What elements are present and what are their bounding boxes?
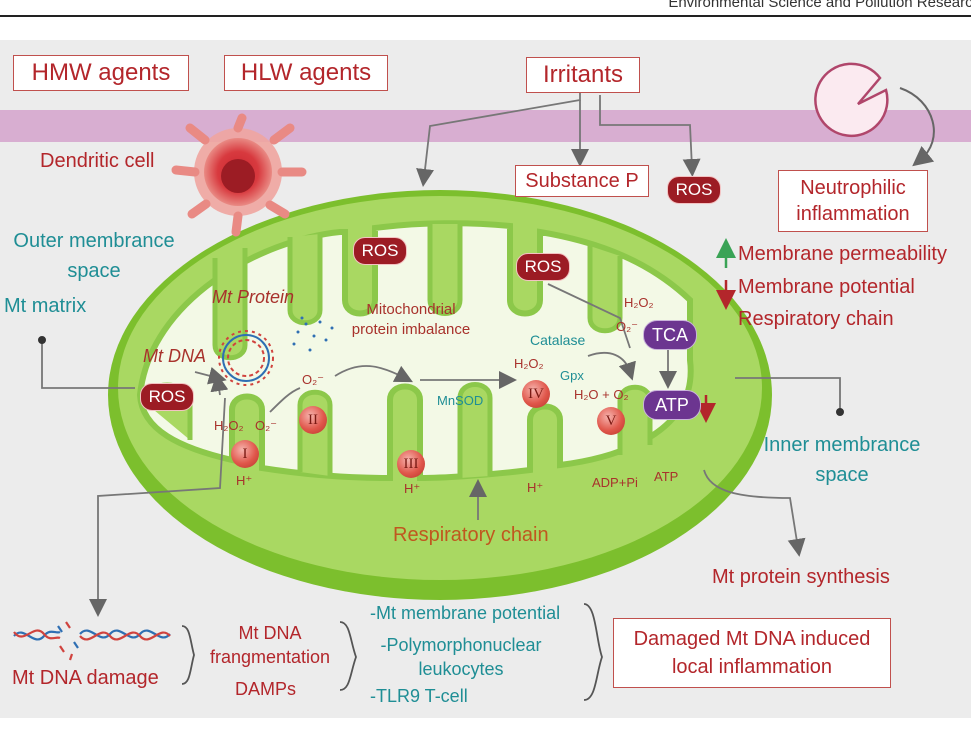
gpx-label: Gpx bbox=[560, 368, 584, 383]
ros-badge-top: ROS bbox=[667, 176, 721, 204]
h2o2-label-1: H₂O₂ bbox=[624, 295, 654, 310]
complex-v: V bbox=[597, 407, 625, 435]
mito-imbalance-label: Mitochondrial protein imbalance bbox=[346, 300, 476, 340]
list-polymorphonuclear-line2: leukocytes bbox=[418, 659, 504, 679]
effect-membrane-permeability: Membrane permeability bbox=[738, 243, 947, 265]
neutrophilic-box: Neutrophilic inflammation bbox=[778, 170, 928, 232]
inner-membrane-line2: space bbox=[815, 464, 869, 486]
substance-p-box: Substance P bbox=[515, 165, 649, 197]
h-plus-2: H⁺ bbox=[404, 481, 421, 496]
mt-dna-ring-graphic bbox=[218, 330, 274, 386]
h-plus-1: H⁺ bbox=[236, 473, 253, 488]
complex-iv: IV bbox=[522, 380, 550, 408]
mito-imbalance-line1: Mitochondrial bbox=[366, 301, 456, 318]
mnsod-label: MnSOD bbox=[437, 393, 484, 408]
inner-membrane-label: Inner membrance space bbox=[752, 430, 932, 490]
outer-membrane-line2: space bbox=[67, 260, 121, 282]
outer-membrane-label: Outer membrance space bbox=[6, 226, 182, 286]
ros-badge-left: ROS bbox=[140, 383, 194, 411]
outer-membrane-line1: Outer membrance bbox=[13, 230, 175, 252]
mt-dna-label: Mt DNA bbox=[143, 346, 206, 366]
header-rule bbox=[0, 15, 971, 17]
atp-pill: ATP bbox=[643, 390, 701, 420]
catalase-label: Catalase bbox=[530, 332, 586, 348]
h2o-o2-label: H₂O + O₂ bbox=[574, 387, 629, 402]
mt-dna-damage-label: Mt DNA damage bbox=[12, 667, 159, 689]
list-polymorphonuclear-line1: -Polymorphonuclear bbox=[380, 635, 542, 655]
o2-label-3: O₂⁻ bbox=[255, 418, 278, 433]
fragmentation-label: Mt DNA frangmentation bbox=[200, 621, 340, 669]
o2-label-2: O₂⁻ bbox=[302, 372, 325, 387]
o2-label-1: O₂⁻ bbox=[616, 319, 639, 334]
inner-membrane-line1: Inner membrance bbox=[763, 434, 921, 456]
ros-badge-matrix-2: ROS bbox=[516, 253, 570, 281]
fragmentation-line2: frangmentation bbox=[209, 647, 331, 667]
damaged-dna-graphic bbox=[13, 621, 171, 661]
fragmentation-line1: Mt DNA bbox=[238, 623, 302, 643]
outcome-line1: Damaged Mt DNA induced bbox=[633, 628, 871, 650]
ros-badge-matrix-1: ROS bbox=[353, 237, 407, 265]
complex-i: I bbox=[231, 440, 259, 468]
complex-iii: III bbox=[397, 450, 425, 478]
mito-imbalance-line2: protein imbalance bbox=[351, 321, 471, 338]
effect-respiratory-chain: Respiratory chain bbox=[738, 308, 894, 330]
mt-protein-synthesis-label: Mt protein synthesis bbox=[712, 566, 890, 588]
list-mt-membrane-potential: -Mt membrane potential bbox=[370, 603, 561, 623]
outcome-line2: local inflammation bbox=[671, 656, 833, 678]
outcome-box: Damaged Mt DNA induced local inflammatio… bbox=[613, 618, 891, 688]
neutrophil-graphic bbox=[814, 62, 889, 138]
mt-matrix-label: Mt matrix bbox=[4, 295, 87, 317]
h2o2-label-2: H₂O₂ bbox=[514, 356, 544, 371]
hmw-agents-box: HMW agents bbox=[13, 55, 189, 91]
effect-membrane-potential: Membrane potential bbox=[738, 276, 915, 298]
dendritic-cell-label: Dendritic cell bbox=[40, 150, 155, 172]
h2o2-label-3: H₂O₂ bbox=[214, 418, 244, 433]
adp-pi-label: ADP+Pi bbox=[592, 475, 638, 490]
cell-membrane-band bbox=[0, 110, 971, 142]
damps-label: DAMPs bbox=[235, 679, 297, 699]
atp-small-label: ATP bbox=[654, 469, 679, 484]
tca-pill: TCA bbox=[643, 320, 697, 350]
list-polymorphonuclear: -Polymorphonuclear leukocytes bbox=[375, 633, 547, 681]
protein-fragments-graphic bbox=[292, 316, 334, 352]
journal-title: Environmental Science and Pollution Rese… bbox=[668, 0, 971, 11]
neutrophilic-line1: Neutrophilic bbox=[800, 177, 906, 199]
hlw-agents-box: HLW agents bbox=[224, 55, 388, 91]
complex-ii: II bbox=[299, 406, 327, 434]
mt-protein-label: Mt Protein bbox=[212, 287, 295, 307]
h-plus-3: H⁺ bbox=[527, 480, 544, 495]
irritants-box: Irritants bbox=[526, 57, 640, 93]
respiratory-chain-label: Respiratory chain bbox=[393, 524, 549, 546]
list-tlr9: -TLR9 T-cell bbox=[370, 686, 468, 706]
dendritic-cell-graphic bbox=[171, 113, 307, 237]
neutrophilic-line2: inflammation bbox=[796, 203, 910, 225]
